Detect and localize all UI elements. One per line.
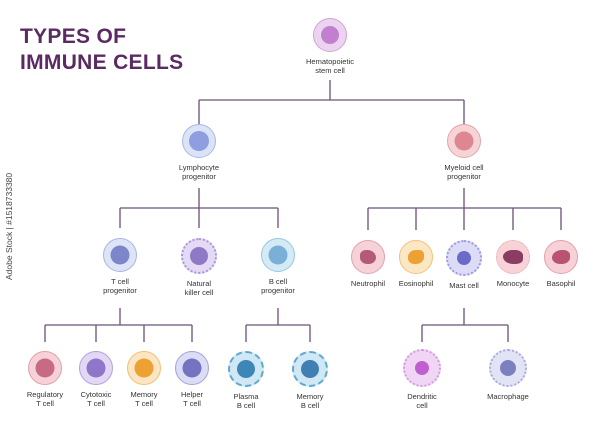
label-cytotoxic-t-cell: Cytotoxic T cell	[80, 390, 112, 408]
node-b-cell-progenitor: B cell progenitor	[248, 238, 308, 295]
lymphocyte-progenitor-icon	[182, 124, 216, 158]
label-eosinophil: Eosinophil	[398, 279, 434, 288]
label-dendritic-cell: Dendritic cell	[407, 392, 437, 410]
t-cell-progenitor-icon	[103, 238, 137, 272]
node-natural-killer-cell: Natural killer cell	[169, 238, 229, 297]
label-memory-b-cell: Memory B cell	[296, 392, 324, 410]
node-regulatory-t-cell: Regulatory T cell	[15, 351, 75, 408]
node-basophil: Basophil	[531, 240, 591, 288]
page-title: TYPES OF IMMUNE CELLS	[20, 24, 183, 76]
node-macrophage: Macrophage	[478, 349, 538, 401]
label-neutrophil: Neutrophil	[350, 279, 386, 288]
label-monocyte: Monocyte	[496, 279, 530, 288]
label-myeloid-progenitor: Myeloid cell progenitor	[444, 163, 484, 181]
label-b-cell-progenitor: B cell progenitor	[261, 277, 295, 295]
myeloid-progenitor-icon	[447, 124, 481, 158]
label-natural-killer-cell: Natural killer cell	[184, 279, 214, 297]
node-dendritic-cell: Dendritic cell	[392, 349, 452, 410]
label-plasma-b-cell: Plasma B cell	[233, 392, 259, 410]
node-lymphocyte-progenitor: Lymphocyte progenitor	[169, 124, 229, 181]
node-cytotoxic-t-cell: Cytotoxic T cell	[66, 351, 126, 408]
basophil-icon	[544, 240, 578, 274]
hematopoietic-stem-cell-icon	[313, 18, 347, 52]
neutrophil-icon	[351, 240, 385, 274]
regulatory-t-cell-icon	[28, 351, 62, 385]
node-helper-t-cell: Helper T cell	[162, 351, 222, 408]
node-myeloid-progenitor: Myeloid cell progenitor	[434, 124, 494, 181]
label-basophil: Basophil	[546, 279, 576, 288]
label-lymphocyte-progenitor: Lymphocyte progenitor	[178, 163, 220, 181]
mast-cell-icon	[446, 240, 482, 276]
label-helper-t-cell: Helper T cell	[180, 390, 204, 408]
macrophage-icon	[489, 349, 527, 387]
node-hematopoietic-stem-cell: Hematopoietic stem cell	[300, 18, 360, 75]
label-mast-cell: Mast cell	[449, 281, 479, 290]
node-memory-b-cell: Memory B cell	[280, 351, 340, 410]
label-memory-t-cell: Memory T cell	[130, 390, 158, 408]
cytotoxic-t-cell-icon	[79, 351, 113, 385]
label-t-cell-progenitor: T cell progenitor	[103, 277, 137, 295]
node-eosinophil: Eosinophil	[386, 240, 446, 288]
natural-killer-cell-icon	[181, 238, 217, 274]
title-line-1: TYPES OF	[20, 25, 127, 48]
memory-b-cell-icon	[292, 351, 328, 387]
node-neutrophil: Neutrophil	[338, 240, 398, 288]
label-regulatory-t-cell: Regulatory T cell	[26, 390, 64, 408]
eosinophil-icon	[399, 240, 433, 274]
memory-t-cell-icon	[127, 351, 161, 385]
node-plasma-b-cell: Plasma B cell	[216, 351, 276, 410]
label-macrophage: Macrophage	[487, 392, 529, 401]
node-mast-cell: Mast cell	[434, 240, 494, 290]
node-memory-t-cell: Memory T cell	[114, 351, 174, 408]
plasma-b-cell-icon	[228, 351, 264, 387]
dendritic-cell-icon	[403, 349, 441, 387]
monocyte-icon	[496, 240, 530, 274]
title-line-2: IMMUNE CELLS	[20, 51, 184, 74]
node-t-cell-progenitor: T cell progenitor	[90, 238, 150, 295]
b-cell-progenitor-icon	[261, 238, 295, 272]
helper-t-cell-icon	[175, 351, 209, 385]
node-monocyte: Monocyte	[483, 240, 543, 288]
label-hematopoietic-stem-cell: Hematopoietic stem cell	[306, 57, 354, 75]
